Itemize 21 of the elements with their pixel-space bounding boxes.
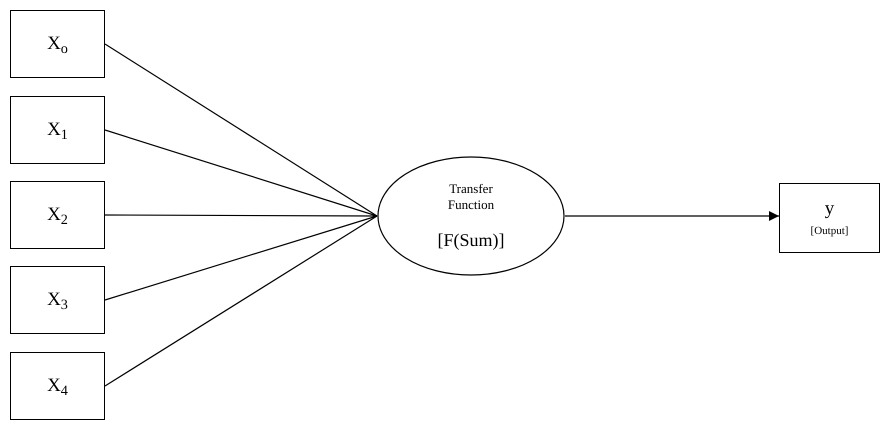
node-label: y [824, 197, 834, 221]
node-label: X$_{2}$ [47, 203, 68, 227]
node-label: X$_{1}$ [47, 118, 68, 142]
node-label: X$_{4}$ [47, 374, 68, 398]
input-box [10, 10, 105, 78]
input-box [10, 266, 105, 334]
connector-line [104, 129, 378, 217]
input-box [779, 183, 880, 253]
input-box [10, 181, 105, 249]
node-label: Transfer Function [446, 180, 496, 213]
node-label: X$_{o}$ [47, 32, 68, 56]
input-box [10, 96, 105, 164]
node-sublabel: [F(Sum)] [438, 229, 504, 252]
connector-line [104, 215, 378, 301]
arrow [565, 211, 779, 221]
input-box [10, 352, 105, 420]
node-label: X$_{3}$ [47, 288, 68, 312]
connector-line [104, 44, 378, 216]
node-sublabel: [Output] [810, 225, 848, 239]
connector-line [105, 214, 377, 217]
connector-line [104, 216, 378, 386]
